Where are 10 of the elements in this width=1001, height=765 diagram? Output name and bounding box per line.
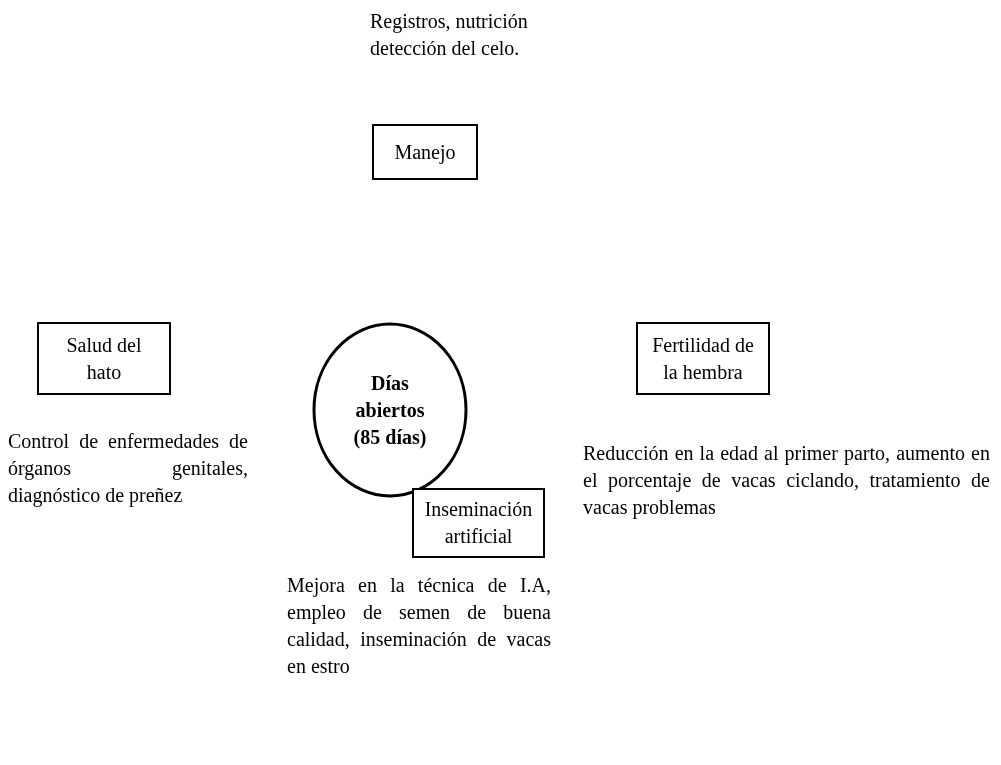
note-text: Registros, nutrición detección del celo. xyxy=(370,9,529,61)
process-box: Inseminación artificial xyxy=(412,488,545,558)
process-box: Salud del hato xyxy=(37,322,171,395)
note-text: Control de enfermedades de órganos genitales, diagnóstico de preñez xyxy=(8,429,248,509)
node-title: Días abiertos (85 días) xyxy=(352,370,428,451)
note-text: Reducción en la edad al primer parto, aumento en el porcentaje de vacas ciclando, tratamiento de vacas problemas xyxy=(583,441,990,521)
circle-node xyxy=(312,322,468,498)
note-text: Mejora en la técnica de I.A, empleo de semen de buena calidad, inseminación de vacas en estro xyxy=(287,573,551,679)
process-box: Manejo xyxy=(372,124,478,180)
process-box: Fertilidad de la hembra xyxy=(636,322,770,395)
